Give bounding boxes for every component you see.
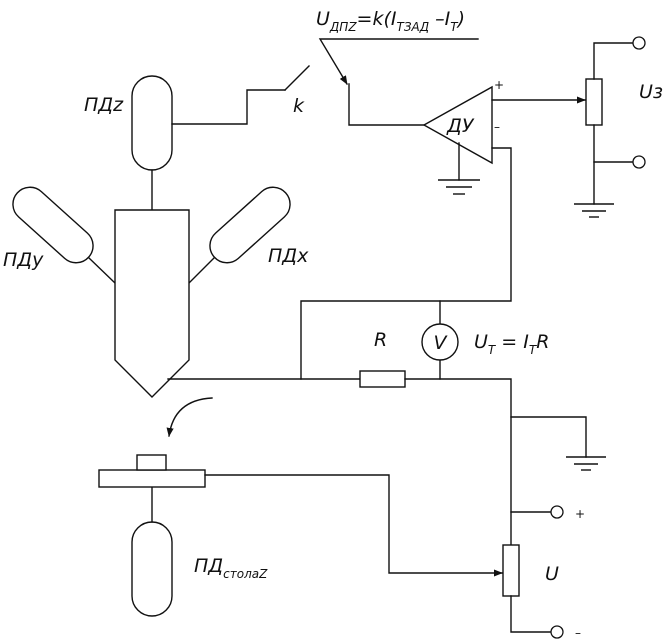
wire-table-to-u-wiper bbox=[204, 474, 503, 577]
wire-pdz-to-switch bbox=[171, 89, 286, 125]
formula-arrow bbox=[318, 38, 479, 85]
voltmeter bbox=[421, 323, 459, 361]
formula-ut-mid: = I bbox=[495, 331, 529, 353]
label-u: U bbox=[545, 563, 559, 585]
wire-supply-ground bbox=[510, 416, 587, 458]
label-pdz: ПДz bbox=[84, 94, 124, 116]
label-pd-stola-sub: столаZ bbox=[223, 567, 268, 581]
label-u-minus: – bbox=[575, 626, 581, 640]
sample-table bbox=[98, 469, 206, 488]
formula-ut-r: R bbox=[536, 331, 549, 353]
resistor-r bbox=[359, 370, 406, 388]
terminal-uz-top[interactable] bbox=[632, 36, 646, 50]
wire-pdx-to-body bbox=[188, 257, 215, 284]
ground-symbol-du bbox=[438, 179, 480, 195]
piezo-drive-table-z bbox=[131, 521, 173, 617]
formula-top-i-sub: ТЗАД bbox=[397, 20, 430, 34]
voltmeter-label: V bbox=[434, 332, 449, 354]
reference-potentiometer bbox=[585, 78, 603, 126]
label-uz: Uз bbox=[639, 81, 663, 103]
wire-du-minus bbox=[300, 147, 512, 380]
label-pdy: ПДy bbox=[3, 249, 44, 271]
terminal-uz-bottom[interactable] bbox=[632, 155, 646, 169]
terminal-u-minus[interactable] bbox=[550, 625, 564, 639]
wire-pdy-to-body bbox=[88, 257, 116, 284]
label-pd-stola: ПДстолаZ bbox=[194, 555, 268, 581]
formula-ut-u: U bbox=[474, 331, 488, 353]
label-pd-stola-main: ПД bbox=[194, 555, 223, 577]
label-k: k bbox=[293, 95, 305, 117]
formula-top-u-sub: ДПZ bbox=[329, 20, 357, 34]
formula-top-dash: –I bbox=[429, 8, 451, 30]
ground-symbol-supply bbox=[566, 456, 606, 471]
formula-ut-u-sub: T bbox=[488, 343, 497, 357]
label-du-plus: + bbox=[494, 78, 504, 92]
formula-ut-i-sub: T bbox=[529, 343, 538, 357]
wire-switch-to-du bbox=[348, 83, 425, 126]
formula-top-close: ) bbox=[456, 8, 465, 30]
supply-potentiometer bbox=[502, 544, 520, 597]
formula-top-mid: =k(I bbox=[357, 8, 397, 30]
differential-amplifier bbox=[422, 85, 493, 165]
formula-top: UДПZ=k(IТЗАД –IT) bbox=[316, 8, 465, 34]
label-pdx: ПДx bbox=[268, 245, 309, 267]
piezo-drive-y bbox=[12, 186, 94, 264]
probe-body bbox=[114, 209, 190, 398]
formula-top-u: U bbox=[316, 8, 330, 30]
piezo-drive-x bbox=[209, 186, 291, 264]
wire-uz-top bbox=[593, 42, 634, 80]
label-u-plus: + bbox=[575, 507, 585, 521]
label-r: R bbox=[374, 329, 387, 351]
approach-arrow bbox=[166, 397, 213, 437]
formula-ut: UT = ITR bbox=[474, 331, 549, 357]
label-du-minus: – bbox=[494, 120, 500, 134]
formula-top-t-sub: T bbox=[450, 20, 459, 34]
ground-symbol-uz bbox=[574, 203, 614, 218]
piezo-drive-z bbox=[131, 75, 173, 171]
wire-r-to-supply bbox=[404, 378, 512, 546]
switch-k-blade bbox=[284, 65, 310, 91]
terminal-u-plus[interactable] bbox=[550, 505, 564, 519]
sample bbox=[136, 454, 167, 471]
label-du: ДУ bbox=[446, 115, 475, 137]
wire-u-minus bbox=[510, 595, 552, 633]
